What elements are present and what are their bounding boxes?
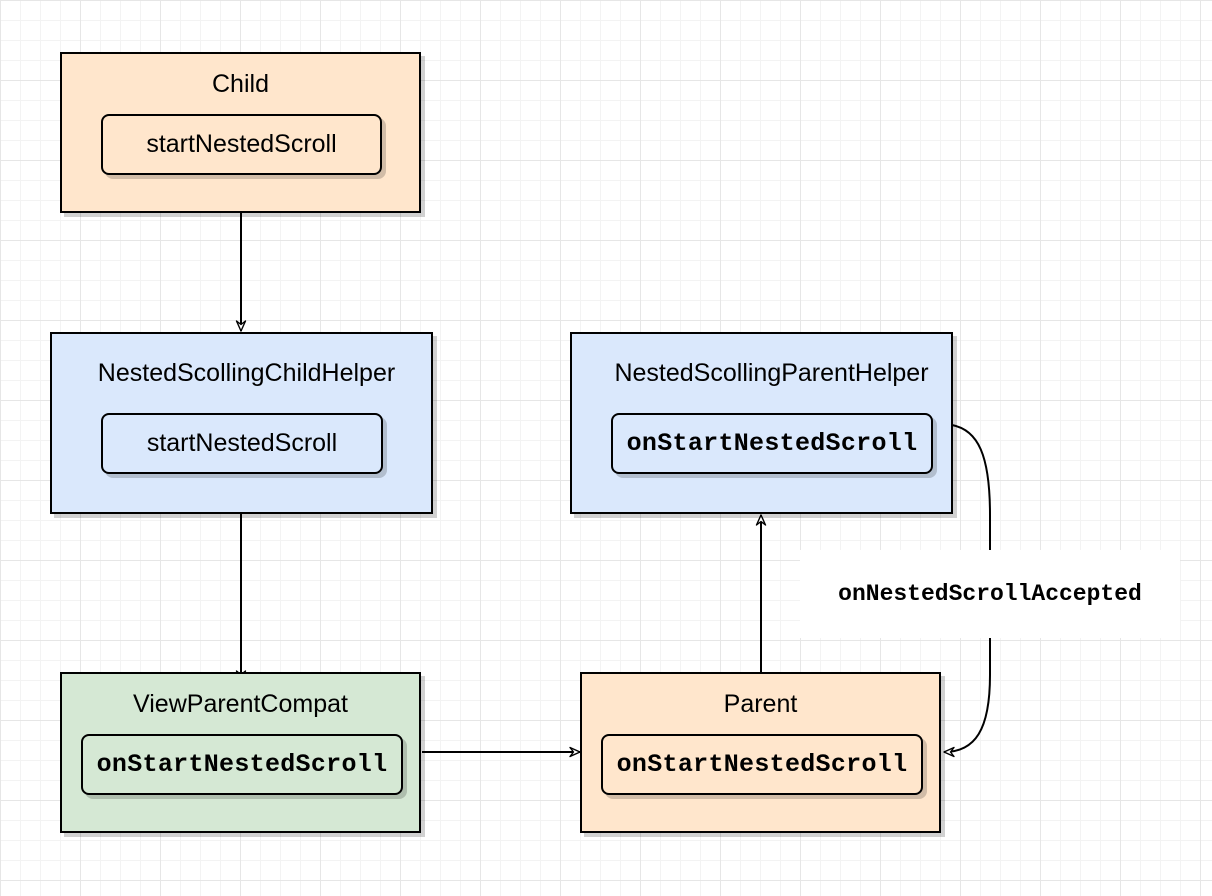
- edge-label-on-nested-scroll-accepted: onNestedScrollAccepted: [800, 550, 1180, 638]
- node-title: Parent: [723, 690, 798, 718]
- node-parent[interactable]: Parent onStartNestedScroll: [580, 672, 941, 833]
- method-box[interactable]: onStartNestedScroll: [81, 734, 403, 795]
- node-title: NestedScollingParentHelper: [614, 359, 929, 387]
- node-title: NestedScollingChildHelper: [97, 359, 396, 387]
- node-child[interactable]: Child startNestedScroll: [60, 52, 421, 213]
- method-box[interactable]: startNestedScroll: [101, 413, 383, 474]
- method-box[interactable]: onStartNestedScroll: [611, 413, 933, 474]
- node-title: ViewParentCompat: [133, 690, 348, 718]
- method-box[interactable]: onStartNestedScroll: [601, 734, 923, 795]
- node-child-helper[interactable]: NestedScollingChildHelper startNestedScr…: [50, 332, 433, 514]
- node-title: Child: [212, 70, 269, 98]
- method-box[interactable]: startNestedScroll: [101, 114, 382, 175]
- node-parent-helper[interactable]: NestedScollingParentHelper onStartNested…: [570, 332, 953, 514]
- node-view-parent-compat[interactable]: ViewParentCompat onStartNestedScroll: [60, 672, 421, 833]
